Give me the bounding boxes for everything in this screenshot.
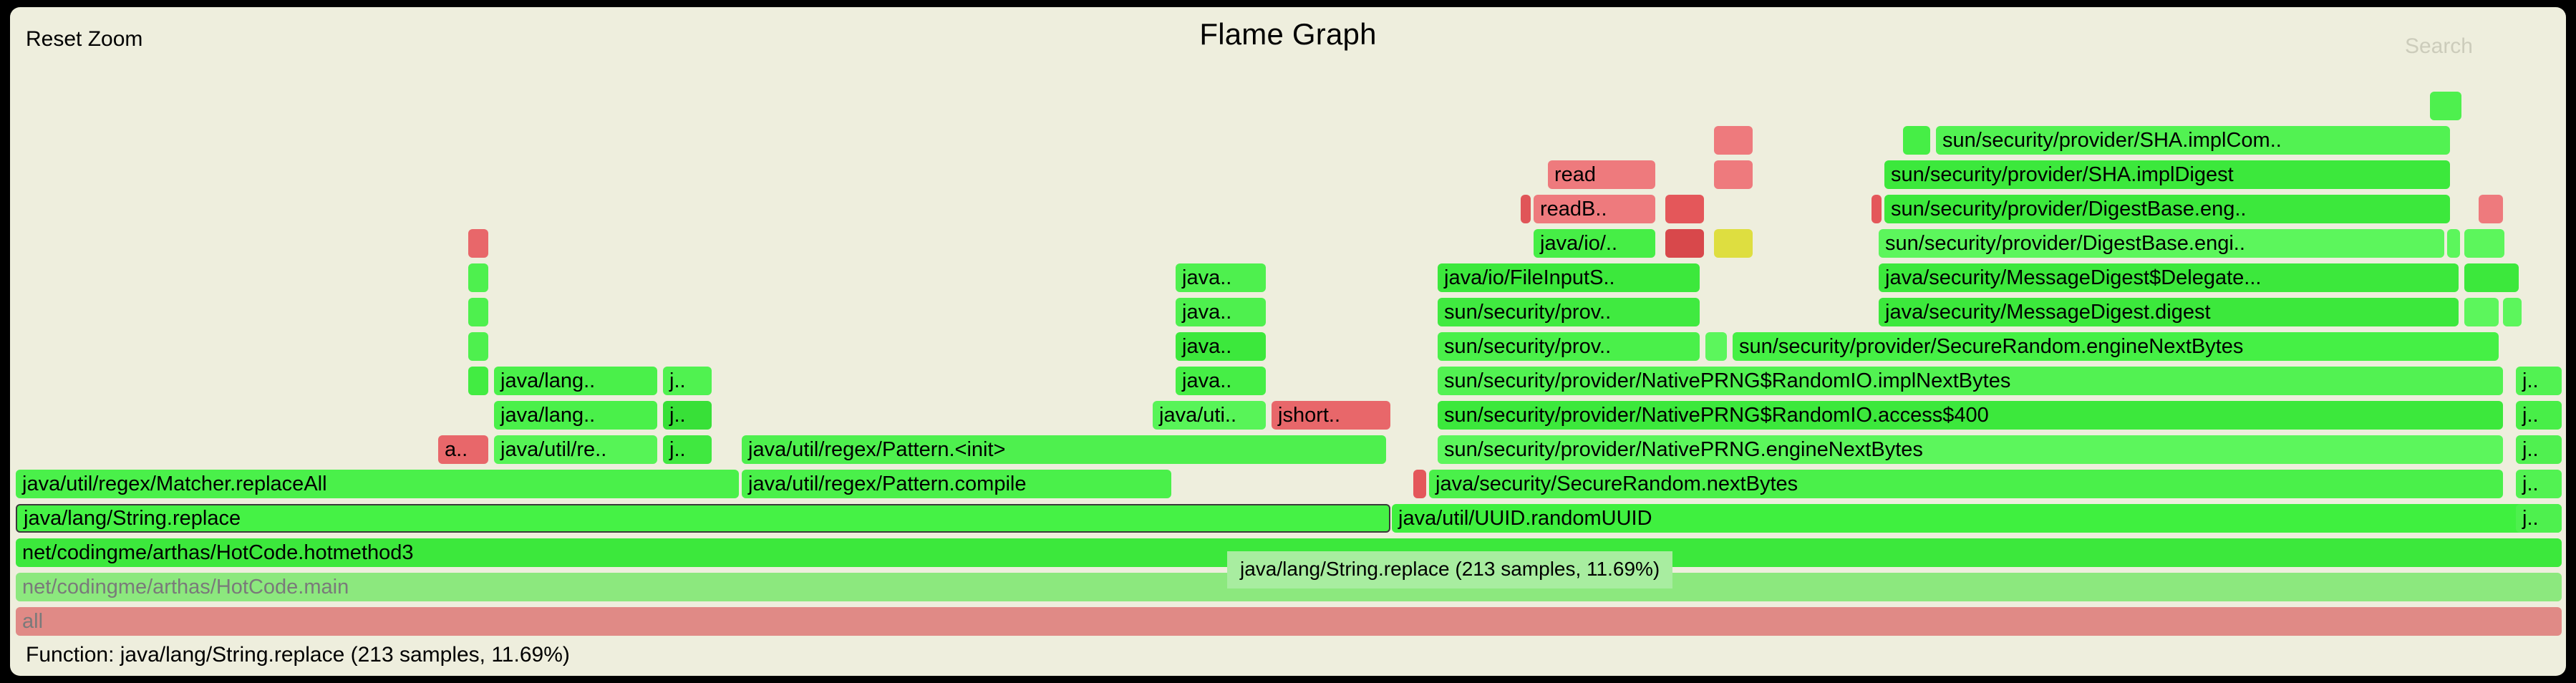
flame-frame[interactable]: sun/security/provider/NativePRNG$RandomI… [1438,401,2503,430]
flame-frame[interactable] [2447,229,2460,258]
flame-frame[interactable]: sun/security/provider/SHA.implCom.. [1936,126,2450,155]
flame-frame[interactable]: java/lang/String.replace [16,504,1390,533]
flame-frame[interactable]: java/io/.. [1534,229,1655,258]
flame-frame[interactable]: java.. [1176,298,1266,326]
flame-frame[interactable] [2430,92,2461,120]
flame-frame[interactable] [2503,298,2522,326]
reset-zoom-button[interactable]: Reset Zoom [26,27,143,51]
flame-frame[interactable]: java/lang.. [494,401,657,430]
flame-frame[interactable]: j.. [2516,435,2562,464]
flame-frame[interactable]: java/util/re.. [494,435,657,464]
flame-frame[interactable]: java/lang.. [494,367,657,395]
flame-frame[interactable]: read [1548,160,1655,189]
flame-frame[interactable]: sun/security/prov.. [1438,332,1700,361]
flame-frame[interactable] [1714,229,1753,258]
flame-frame[interactable]: java.. [1176,263,1266,292]
flame-frame[interactable]: readB.. [1534,195,1655,223]
flame-frame[interactable]: j.. [2516,367,2562,395]
frame-tooltip: java/lang/String.replace (213 samples, 1… [1227,551,1673,588]
flame-frame[interactable]: java.. [1176,367,1266,395]
flame-frame[interactable]: sun/security/prov.. [1438,298,1700,326]
flame-frame[interactable]: java/security/MessageDigest$Delegate... [1879,263,2459,292]
flame-frame[interactable] [1521,195,1531,223]
flame-frame[interactable] [1413,470,1426,498]
flame-frame[interactable]: j.. [2516,470,2562,498]
flame-frame[interactable]: all [16,607,2562,636]
flame-frame[interactable] [1665,195,1704,223]
flame-frame[interactable]: jshort.. [1272,401,1390,430]
flame-frame[interactable]: java/security/MessageDigest.digest [1879,298,2459,326]
flame-frame[interactable]: j.. [663,435,712,464]
flame-frame[interactable]: sun/security/provider/NativePRNG$RandomI… [1438,367,2503,395]
flame-frame[interactable]: java/util/regex/Pattern.compile [742,470,1171,498]
flame-frame[interactable]: sun/security/provider/SecureRandom.engin… [1733,332,2499,361]
flame-frame[interactable] [468,332,488,361]
page-title: Flame Graph [1199,17,1377,51]
flame-frame[interactable] [1665,229,1704,258]
flame-frame[interactable]: java.. [1176,332,1266,361]
flame-frame[interactable] [1705,332,1727,361]
flame-frame[interactable]: java/util/regex/Pattern.<init> [742,435,1386,464]
flame-frame[interactable]: sun/security/provider/DigestBase.engi.. [1879,229,2444,258]
flame-frame[interactable]: j.. [663,367,712,395]
flame-frame[interactable]: java/util/regex/Matcher.replaceAll [16,470,739,498]
flame-frame[interactable] [468,298,488,326]
flame-frame[interactable] [1872,195,1882,223]
flame-frame[interactable]: java/util/UUID.randomUUID [1392,504,2562,533]
search-input[interactable]: Search [2404,34,2473,58]
flame-frame[interactable] [468,263,488,292]
flame-frame[interactable] [468,229,488,258]
flame-frame[interactable] [2479,195,2503,223]
status-function-line: Function: java/lang/String.replace (213 … [26,643,570,667]
flame-frame[interactable]: sun/security/provider/DigestBase.eng.. [1884,195,2450,223]
flame-frame[interactable]: a.. [438,435,488,464]
flame-frame[interactable] [1903,126,1930,155]
flame-frame[interactable] [2464,229,2504,258]
flame-frame[interactable] [1714,126,1753,155]
flame-frame[interactable]: j.. [2516,401,2562,430]
flame-frame[interactable] [468,367,488,395]
flame-frame[interactable]: sun/security/provider/NativePRNG.engineN… [1438,435,2503,464]
flame-frame[interactable]: j.. [2516,504,2562,533]
flame-frame[interactable]: java/security/SecureRandom.nextBytes [1429,470,2503,498]
flame-frame[interactable]: java/io/FileInputS.. [1438,263,1700,292]
flame-frame[interactable]: j.. [663,401,712,430]
flame-frame[interactable]: java/uti.. [1153,401,1266,430]
flame-frame[interactable] [1714,160,1753,189]
flame-frame[interactable] [2464,298,2499,326]
flame-frame[interactable] [2464,263,2519,292]
flame-frame[interactable]: sun/security/provider/SHA.implDigest [1884,160,2450,189]
